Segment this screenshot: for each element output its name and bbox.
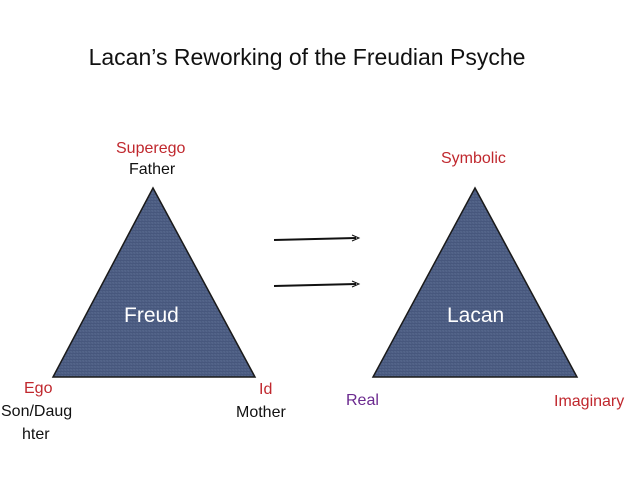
- freud-ego-label: Ego: [24, 380, 53, 397]
- equivalence-arrow-top: [273, 234, 361, 242]
- freud-center-label: Freud: [124, 304, 179, 327]
- freud-triangle: [51, 186, 257, 378]
- freud-son-daughter-line1: Son/Daug: [1, 403, 73, 420]
- lacan-real-label: Real: [346, 392, 379, 409]
- freud-mother-label: Mother: [236, 404, 286, 421]
- freud-father-label: Father: [129, 161, 176, 178]
- diagram-title: Lacan’s Reworking of the Freudian Psyche: [88, 44, 526, 70]
- lacan-imaginary-label: Imaginary: [554, 393, 625, 410]
- lacan-symbolic-label: Symbolic: [441, 150, 506, 167]
- freud-son-daughter-line2: hter: [22, 426, 50, 443]
- equivalence-arrow-bottom: [273, 280, 361, 288]
- freud-superego-label: Superego: [116, 140, 186, 157]
- lacan-center-label: Lacan: [447, 304, 505, 327]
- freud-id-label: Id: [259, 381, 273, 398]
- lacan-triangle: [371, 186, 579, 378]
